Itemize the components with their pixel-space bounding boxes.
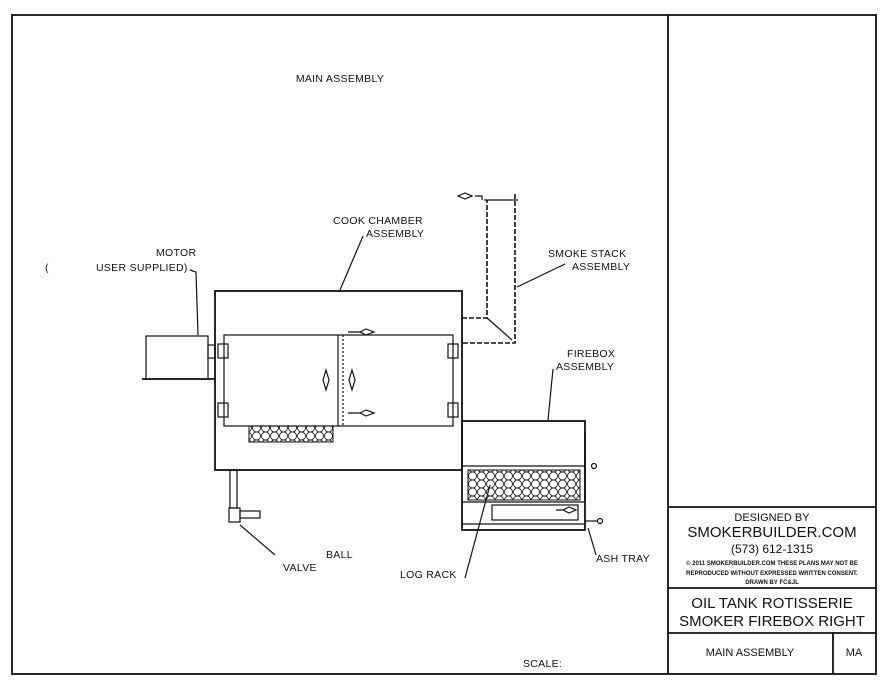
label-log-rack: LOG RACK (400, 569, 457, 581)
ball-valve (228, 469, 261, 523)
drawn-by: DRAWN BY FC&JL (745, 580, 799, 586)
drawing-title-2: SMOKER FIREBOX RIGHT (679, 613, 865, 630)
cook-chamber (214, 290, 463, 471)
label-ball: BALL (326, 549, 353, 561)
label-smoke-stack-2: ASSEMBLY (572, 261, 630, 273)
label-firebox: FIREBOX (567, 348, 615, 360)
company-name: SMOKERBUILDER.COM (687, 524, 856, 541)
sheet-border (11, 14, 877, 675)
label-smoke-stack: SMOKE STACK (548, 248, 626, 260)
label-motor: MOTOR (156, 247, 197, 259)
label-valve: VALVE (283, 562, 317, 574)
label-cook-chamber-2: ASSEMBLY (366, 228, 424, 240)
label-cook-chamber: COOK CHAMBER (333, 215, 423, 227)
label-motor-2: USER SUPPLIED) (96, 262, 188, 274)
drawing-title-1: OIL TANK ROTISSERIE (691, 595, 852, 612)
company-phone: (573) 612-1315 (731, 542, 813, 556)
scale-label: SCALE: (523, 658, 562, 670)
smoke-stack (456, 192, 518, 344)
drawing-heading: MAIN ASSEMBLY (296, 73, 384, 85)
designed-by: DESIGNED BY (734, 512, 810, 524)
label-ash-tray: ASH TRAY (596, 553, 650, 565)
label-firebox-2: ASSEMBLY (556, 361, 614, 373)
label-motor-paren: ( (45, 262, 49, 274)
copyright-line-1: © 2011 SMOKERBUILDER.COM THESE PLANS MAY… (686, 560, 858, 567)
copyright-line-2: REPRODUCED WITHOUT EXPRESSED WRITTEN CON… (686, 571, 858, 577)
leader-lines (189, 235, 597, 579)
sheet-name: MAIN ASSEMBLY (706, 647, 795, 659)
motor (142, 335, 216, 380)
firebox (461, 420, 604, 531)
sheet-code: MA (846, 647, 863, 659)
